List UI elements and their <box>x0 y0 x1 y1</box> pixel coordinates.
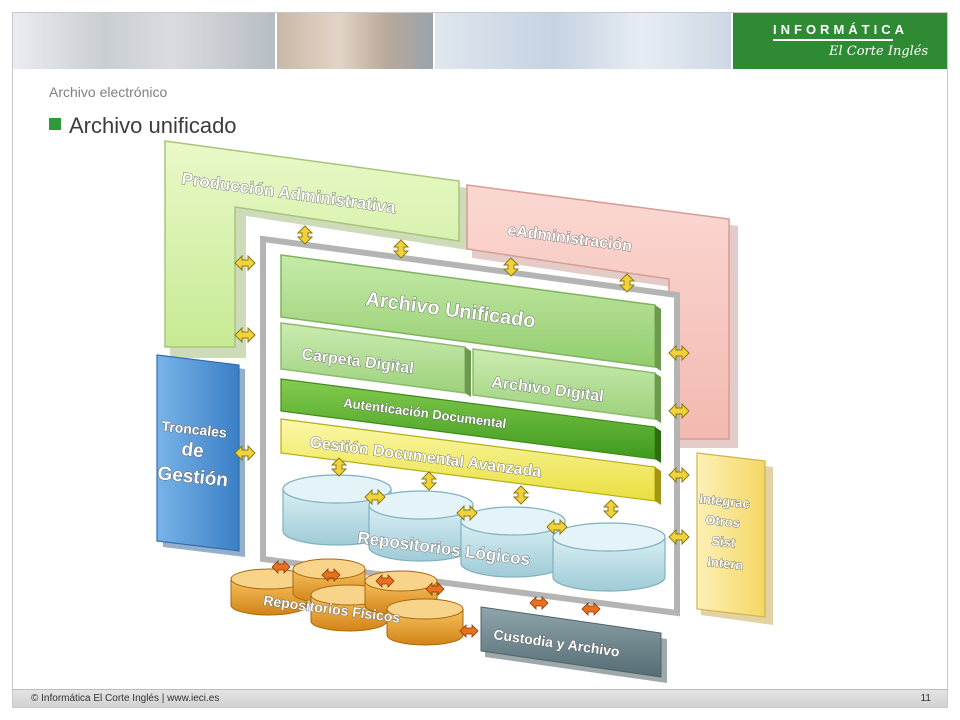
carpeta-digital-block: Carpeta Digital <box>280 322 471 397</box>
footer: © Informática El Corte Inglés | www.ieci… <box>13 689 947 707</box>
integrac-label: Integrac <box>699 491 751 511</box>
troncales-de-label: de <box>180 439 204 462</box>
logical-cylinder <box>552 522 666 592</box>
otros-label: Otros <box>705 512 741 531</box>
breadcrumb: Archivo electrónico <box>49 84 168 100</box>
integrac-block: Integrac Otros Sist Intern <box>696 452 773 625</box>
eadmin-block: eAdministración <box>466 184 738 448</box>
troncales-label: Troncales <box>161 418 228 441</box>
logical-cylinder <box>460 506 566 578</box>
brand-divider <box>773 39 893 41</box>
produccion-block: Producción Administrativa <box>164 140 468 358</box>
brand-company: El Corte Inglés <box>829 44 929 59</box>
brand-logo: INFORMÁTICA El Corte Inglés <box>733 13 947 69</box>
header-banner: INFORMÁTICA El Corte Inglés <box>13 13 947 69</box>
repositorios-fisicos: Repositorios Físicos <box>230 558 464 646</box>
repositorios-logicos: Repositorios Lógicos <box>282 474 666 592</box>
sist-label: Sist <box>711 533 737 550</box>
intern-label: Intern <box>707 554 745 573</box>
brand-name: INFORMÁTICA <box>773 22 908 37</box>
page-number: 11 <box>920 693 931 704</box>
page-title: Archivo unificado <box>69 113 237 138</box>
custodia-block: Custodia y Archivo <box>480 606 667 683</box>
title-bullet-icon <box>49 118 61 130</box>
physical-cylinder <box>230 568 308 616</box>
office-photo <box>13 13 275 69</box>
architecture-diagram: Producción Administrativa eAdministració… <box>156 140 773 683</box>
troncales-block: Troncales de Gestión <box>156 354 245 557</box>
slide: INFORMÁTICA El Corte Inglés Archivo elec… <box>12 12 948 708</box>
logical-cylinder <box>282 474 392 546</box>
physical-cylinder <box>386 598 464 646</box>
copyright-text: © Informática El Corte Inglés | www.ieci… <box>31 693 220 704</box>
archivo-digital-block: Archivo Digital <box>472 348 661 423</box>
chart-photo <box>435 13 731 69</box>
handshake-photo <box>277 13 433 69</box>
archivo-unificado-block: Archivo Unificado <box>280 254 661 371</box>
